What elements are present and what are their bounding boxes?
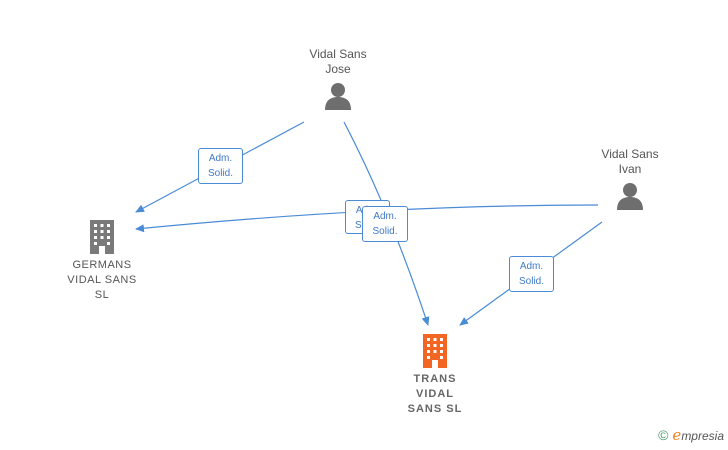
relation-label-ivan-trans[interactable]: Adm. Solid.: [509, 256, 554, 292]
building-icon: [423, 334, 447, 368]
person-name-line2: Jose: [325, 62, 351, 76]
person-icon: [325, 83, 351, 110]
company-name-line1: GERMANS: [72, 259, 132, 271]
company-node-germans[interactable]: GERMANS VIDAL SANS SL: [52, 220, 152, 303]
relation-role-line2: Solid.: [207, 168, 233, 179]
company-name-line1: TRANS: [413, 373, 457, 385]
relation-role-line1: Adm.: [519, 261, 544, 272]
company-name-line2: VIDAL SANS: [67, 274, 137, 286]
building-icon: [90, 220, 114, 254]
relation-role-line2: Solid.: [518, 276, 544, 287]
brand-first-letter: e: [672, 426, 682, 444]
relation-role-line1: Adm.: [208, 153, 233, 164]
person-node-ivan[interactable]: Vidal Sans Ivan: [582, 147, 678, 211]
company-name-line3: SL: [94, 289, 110, 301]
empresia-logo: ©empresia: [658, 426, 724, 444]
company-name-line2: VIDAL: [416, 388, 454, 400]
relation-label-jose-germans[interactable]: Adm. Solid.: [198, 148, 243, 184]
relation-label-jose-trans[interactable]: Adm. Solid.: [362, 206, 408, 242]
company-name-line3: SANS SL: [407, 403, 463, 415]
person-name-line2: Ivan: [618, 162, 642, 176]
brand-name-rest: mpresia: [681, 429, 724, 443]
company-node-trans[interactable]: TRANS VIDAL SANS SL: [385, 334, 485, 417]
person-node-jose[interactable]: Vidal Sans Jose: [290, 47, 386, 111]
person-name-line1: Vidal Sans: [309, 47, 367, 61]
person-name-line1: Vidal Sans: [601, 147, 659, 161]
person-icon: [617, 183, 643, 210]
relation-role-line2: Solid.: [372, 226, 398, 237]
copyright-symbol: ©: [658, 427, 669, 443]
relation-role-line1: Adm.: [373, 211, 397, 222]
